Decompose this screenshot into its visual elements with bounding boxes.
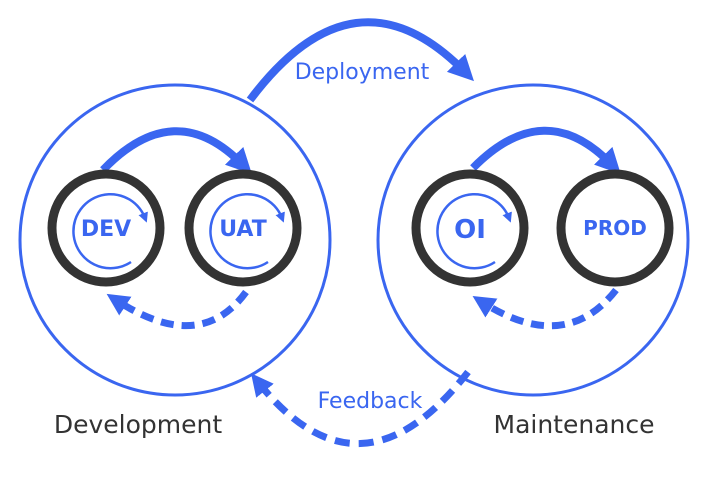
uat-node-label: UAT	[219, 217, 267, 242]
uat-cycle-icon	[209, 192, 285, 270]
prod-to-oi-return-arrow	[472, 287, 619, 330]
uat-to-dev-return-arrow	[106, 289, 249, 330]
oi-cycle-icon	[436, 192, 512, 270]
dev-cycle-icon	[72, 192, 148, 270]
feedback-label: Feedback	[318, 389, 423, 414]
dev-to-uat-arrow	[100, 127, 252, 175]
feedback-arrow	[251, 369, 471, 447]
maintenance-group-circle	[376, 83, 690, 397]
prod-node-label: PROD	[583, 216, 647, 240]
oi-to-prod-arrow	[470, 126, 621, 175]
prod-node-ring	[556, 169, 674, 287]
development-group-circle	[18, 83, 332, 397]
deployment-label: Deployment	[295, 60, 430, 85]
oi-node-label: OI	[454, 215, 486, 245]
dev-node-label: DEV	[81, 217, 131, 242]
development-group-label: Development	[54, 410, 222, 439]
maintenance-group-label: Maintenance	[494, 410, 655, 439]
deployment-arrow	[246, 18, 474, 103]
